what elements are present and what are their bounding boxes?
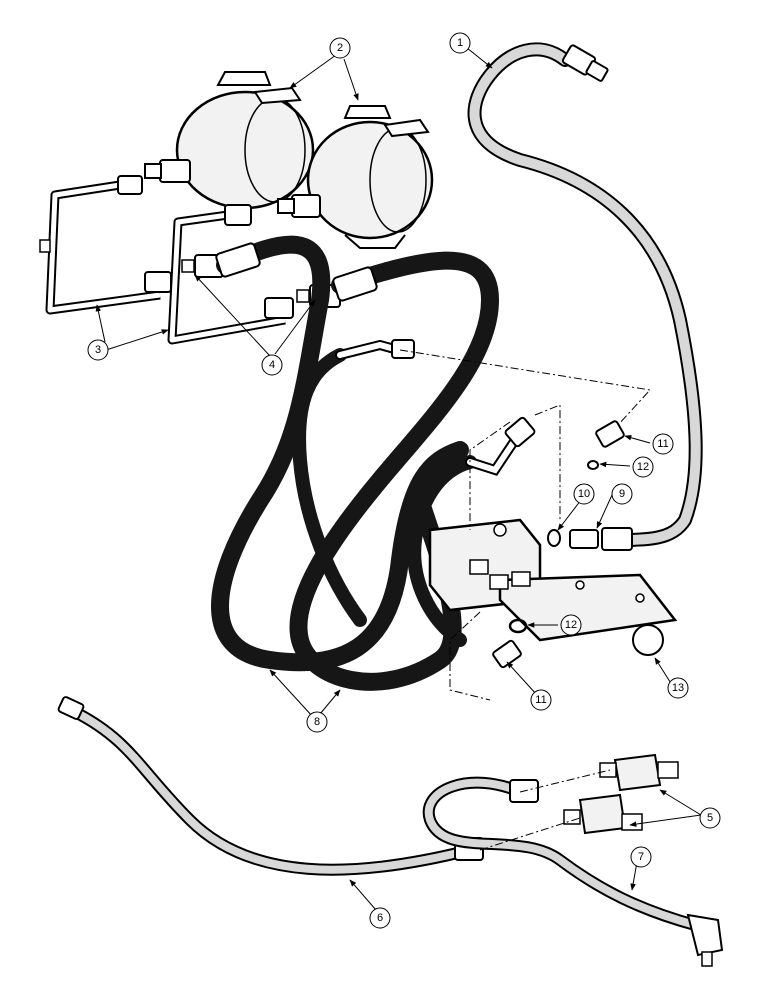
- svg-text:3: 3: [95, 344, 101, 356]
- accumulator-right-port: [291, 194, 321, 218]
- hose-part-6: [57, 696, 484, 876]
- svg-text:2: 2: [337, 42, 343, 54]
- callout-3: 3: [87, 339, 109, 361]
- svg-text:5: 5: [707, 812, 713, 824]
- accumulator-left: [144, 71, 315, 210]
- svg-text:11: 11: [657, 438, 668, 450]
- svg-text:4: 4: [269, 359, 275, 371]
- o-ring-part-12-lower: [508, 618, 528, 634]
- svg-text:1: 1: [457, 37, 463, 49]
- tube-part-1: [467, 42, 703, 551]
- elbow-fittings-part-5: [563, 753, 679, 835]
- callout-5: 5: [699, 807, 721, 829]
- leader-arrows: [95, 47, 702, 911]
- fittings-small: [492, 420, 625, 669]
- svg-text:10: 10: [578, 488, 590, 500]
- assembly-lines: [399, 349, 651, 851]
- tube-part-3: [39, 175, 294, 345]
- callout-7: 7: [630, 846, 652, 868]
- callout-1: 1: [449, 32, 471, 54]
- callout-8: 8: [306, 711, 328, 733]
- hose-part-7: [422, 776, 724, 967]
- callout-4: 4: [261, 354, 283, 376]
- svg-text:11: 11: [535, 694, 546, 706]
- svg-text:6: 6: [377, 912, 383, 924]
- svg-text:12: 12: [637, 461, 649, 473]
- callout-9: 9: [611, 483, 633, 505]
- fitting-part-11-upper: [595, 420, 625, 448]
- callout-12-lower: 12: [560, 614, 582, 636]
- svg-text:9: 9: [619, 488, 625, 500]
- o-ring-part-10: [547, 529, 561, 547]
- o-ring-part-12-upper: [587, 460, 599, 470]
- accumulator-left-port: [159, 159, 191, 183]
- callout-10: 10: [573, 483, 595, 505]
- callout-11-upper: 11: [652, 433, 674, 455]
- fitting-part-9: [569, 529, 599, 549]
- tube-end-nut: [585, 60, 609, 82]
- hoses-part-8: [211, 235, 536, 691]
- callout-6: 6: [369, 907, 391, 929]
- callout-11-lower: 11: [530, 689, 552, 711]
- svg-text:7: 7: [638, 851, 644, 863]
- callout-13: 13: [667, 677, 689, 699]
- svg-text:13: 13: [672, 682, 684, 694]
- svg-text:12: 12: [565, 619, 577, 631]
- callout-12-upper: 12: [632, 456, 654, 478]
- accumulator-right: [277, 105, 434, 249]
- svg-text:8: 8: [314, 716, 320, 728]
- callout-2: 2: [329, 37, 351, 59]
- tube-lower-nut: [601, 527, 633, 551]
- fitting-part-11-lower: [492, 639, 522, 669]
- valve-block-part-13: [428, 518, 678, 656]
